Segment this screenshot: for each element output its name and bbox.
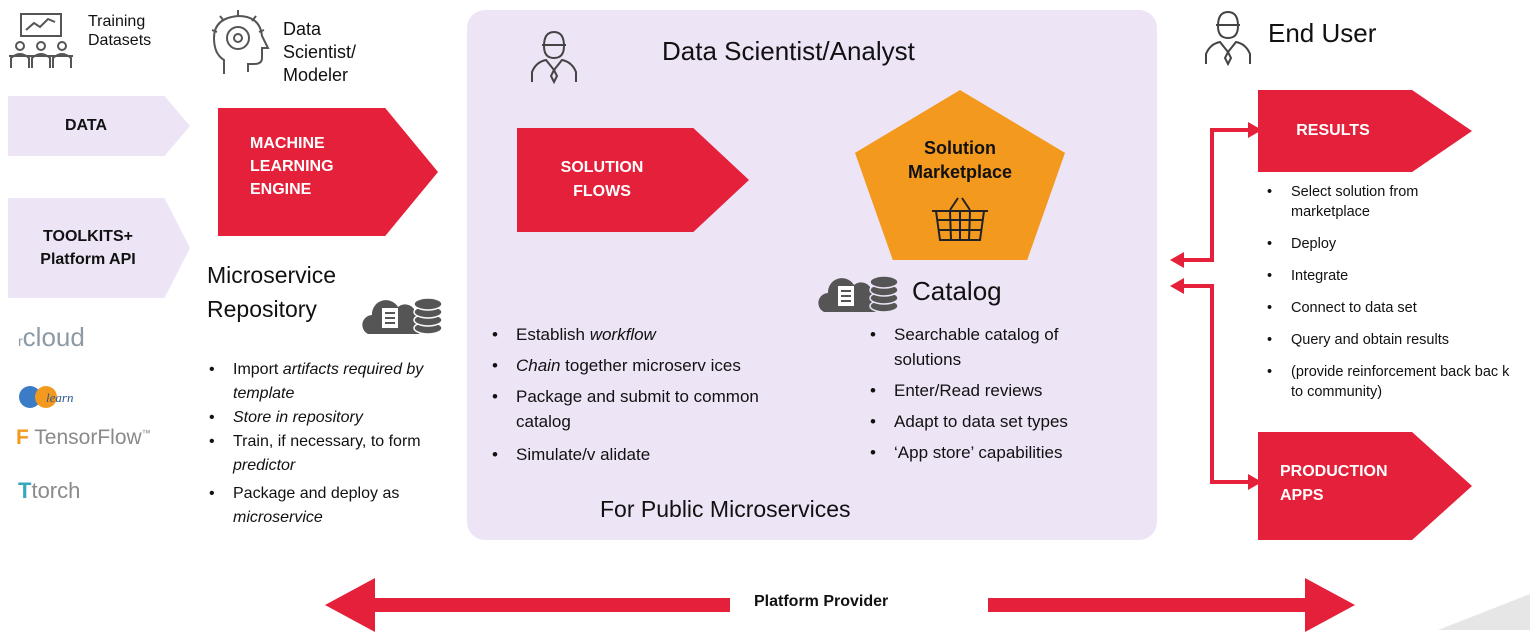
public-microservices-label: For Public Microservices <box>600 496 851 522</box>
platform-provider-label: Platform Provider <box>754 593 889 610</box>
results-item: Integrate <box>1265 266 1515 286</box>
torch-logo: Ttorch <box>18 478 81 503</box>
marketplace-label: Solution Marketplace <box>907 138 1013 182</box>
cloud-database-icon <box>362 297 443 335</box>
data-chevron <box>8 96 190 156</box>
catalog-title: Catalog <box>912 276 1002 306</box>
basket-icon <box>932 197 988 241</box>
results-item: Connect to data set <box>1265 298 1515 318</box>
platform-provider-arrow <box>325 578 1355 632</box>
data-label: DATA <box>64 117 108 134</box>
catalog-list: Searchable catalog of solutions Enter/Re… <box>868 322 1138 465</box>
ml-engine-chevron <box>218 108 438 236</box>
training-datasets-label: Training Datasets <box>88 13 152 49</box>
catalog-item: Searchable catalog of solutions <box>868 322 1084 372</box>
repository-item: Package and deploy as microservice <box>207 482 447 530</box>
catalog-item: Adapt to data set types <box>868 409 1138 434</box>
flows-item: Simulate/v alidate <box>490 442 830 467</box>
repository-item: Import artifacts required by template <box>207 358 447 406</box>
end-user-label: End User <box>1268 18 1377 48</box>
catalog-item: ‘App store’ capabilities <box>868 440 1138 465</box>
toolkits-label: TOOLKITS+ Platform API <box>40 228 136 268</box>
production-apps-label: PRODUCTION APPS <box>1280 463 1388 504</box>
connector-arrows <box>1170 122 1262 490</box>
scikit-learn-logo: learn <box>16 382 108 412</box>
solution-flows-label: SOLUTION FLOWS <box>560 159 644 200</box>
repository-item: Store in repository <box>207 406 447 430</box>
catalog-item: Enter/Read reviews <box>868 378 1138 403</box>
brain-head-icon <box>211 10 270 74</box>
repository-item: Train, if necessary, to form predictor <box>207 430 447 478</box>
toolkits-chevron <box>8 198 190 298</box>
training-datasets-icon <box>9 13 73 68</box>
results-item: (provide reinforcement back bac k to com… <box>1265 362 1515 402</box>
ml-engine-label: MACHINE LEARNING ENGINE <box>250 135 334 198</box>
flows-item: Establish workflow <box>490 322 830 347</box>
flows-item: Chain together microserv ices <box>490 353 830 378</box>
corner-decoration <box>1438 594 1530 630</box>
repository-title: Microservice Repository <box>207 262 337 322</box>
analyst-title: Data Scientist/Analyst <box>662 36 915 66</box>
modeler-label: Data Scientist/ Modeler <box>283 19 357 85</box>
flows-item: Package and submit to common catalog <box>490 384 766 434</box>
results-label: RESULTS <box>1296 122 1370 139</box>
results-item: Select solution from marketplace <box>1265 182 1491 222</box>
solution-flows-chevron <box>517 128 749 232</box>
results-item: Query and obtain results <box>1265 330 1515 350</box>
results-item: Deploy <box>1265 234 1515 254</box>
tensorflow-logo: F TensorFlow™ <box>16 426 151 449</box>
end-user-icon <box>1205 10 1251 66</box>
rcloud-logo: rrcloudcloud <box>18 322 85 352</box>
svg-text:learn: learn <box>46 390 73 405</box>
repository-list: Import artifacts required by template St… <box>207 358 447 530</box>
flows-list: Establish workflow Chain together micros… <box>490 322 830 467</box>
catalog-cloud-icon <box>818 275 899 313</box>
results-list: Select solution from marketplace Deploy … <box>1265 182 1515 402</box>
analyst-person-icon <box>531 30 577 84</box>
